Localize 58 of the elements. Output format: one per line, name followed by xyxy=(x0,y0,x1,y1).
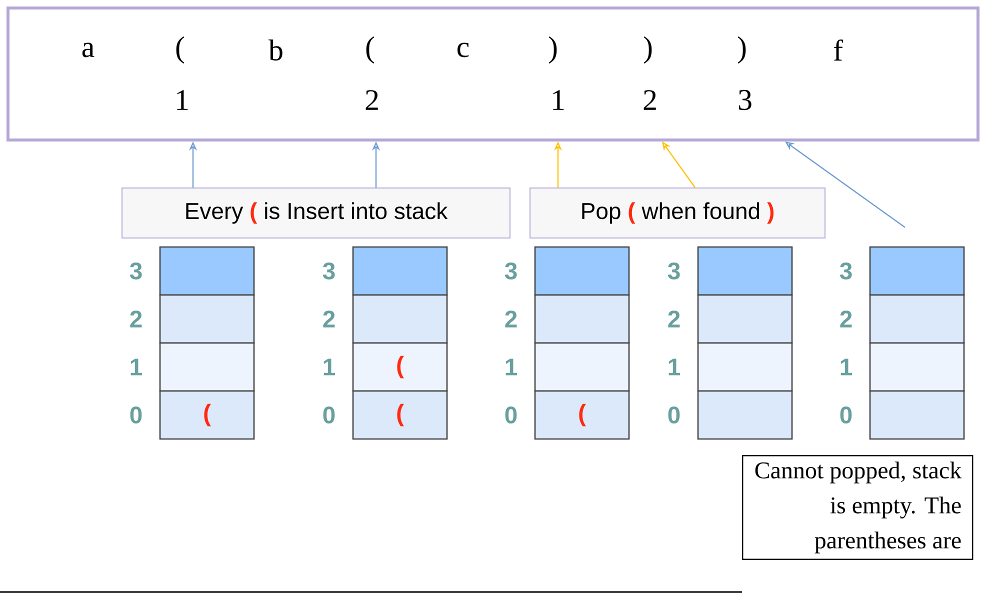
row-index: 3 xyxy=(668,262,680,280)
sequence-symbol: ( xyxy=(176,36,184,64)
stack-cell xyxy=(869,294,965,344)
sequence-symbol: c xyxy=(458,42,469,58)
stack-cell: ( xyxy=(352,390,448,440)
row-index: 0 xyxy=(130,406,142,424)
stack-cell xyxy=(534,294,630,344)
note-box: Cannot popped, stack is empty. The parentheses are xyxy=(742,455,974,560)
row-index: 2 xyxy=(130,310,142,328)
stack-cell: ( xyxy=(352,342,448,392)
stack-cell xyxy=(869,342,965,392)
sequence-symbol: ( xyxy=(366,36,374,64)
row-index: 0 xyxy=(840,406,852,424)
stack-cell xyxy=(697,342,793,392)
callout-box: Every ( is Insert into stack xyxy=(122,188,510,238)
stack-cell xyxy=(159,246,255,296)
row-index: 0 xyxy=(505,406,517,424)
stack-cell xyxy=(869,246,965,296)
stack-cell xyxy=(697,390,793,440)
row-index: 3 xyxy=(130,262,142,280)
stack-cell xyxy=(697,294,793,344)
stack-cell xyxy=(534,246,630,296)
position-number: 2 xyxy=(644,90,656,110)
stack-cell xyxy=(534,342,630,392)
stack-cell xyxy=(869,390,965,440)
row-index: 1 xyxy=(668,358,680,376)
sequence-symbol: a xyxy=(82,42,94,58)
stack-cell xyxy=(352,246,448,296)
sequence-symbol: ) xyxy=(644,36,652,64)
position-number: 1 xyxy=(177,90,188,110)
row-index: 1 xyxy=(840,358,852,376)
row-index: 3 xyxy=(840,262,852,280)
row-index: 2 xyxy=(668,310,680,328)
position-number: 2 xyxy=(366,90,378,110)
row-index: 1 xyxy=(324,358,335,376)
stack-cell xyxy=(159,342,255,392)
row-index: 2 xyxy=(323,310,335,328)
sequence-symbol: b xyxy=(268,39,282,61)
row-index: 0 xyxy=(668,406,680,424)
row-index: 0 xyxy=(323,406,335,424)
callout-box: Pop ( when found ) xyxy=(530,188,826,238)
row-index: 3 xyxy=(504,262,517,280)
stack-cell xyxy=(697,246,793,296)
row-index: 3 xyxy=(322,262,335,280)
sequence-symbol: ) xyxy=(548,36,557,64)
stack-cell xyxy=(159,294,255,344)
sequence-symbol: ) xyxy=(738,36,746,64)
position-number: 1 xyxy=(553,90,564,110)
stack-cell xyxy=(352,294,448,344)
row-index: 2 xyxy=(840,310,852,328)
stack-cell: ( xyxy=(159,390,255,440)
position-number: 3 xyxy=(738,90,752,110)
row-index: 1 xyxy=(130,358,142,376)
sequence-symbol: f xyxy=(834,39,843,61)
row-index: 2 xyxy=(505,310,517,328)
stack-cell: ( xyxy=(534,390,630,440)
sequence-box xyxy=(6,6,980,142)
row-index: 1 xyxy=(506,358,517,376)
